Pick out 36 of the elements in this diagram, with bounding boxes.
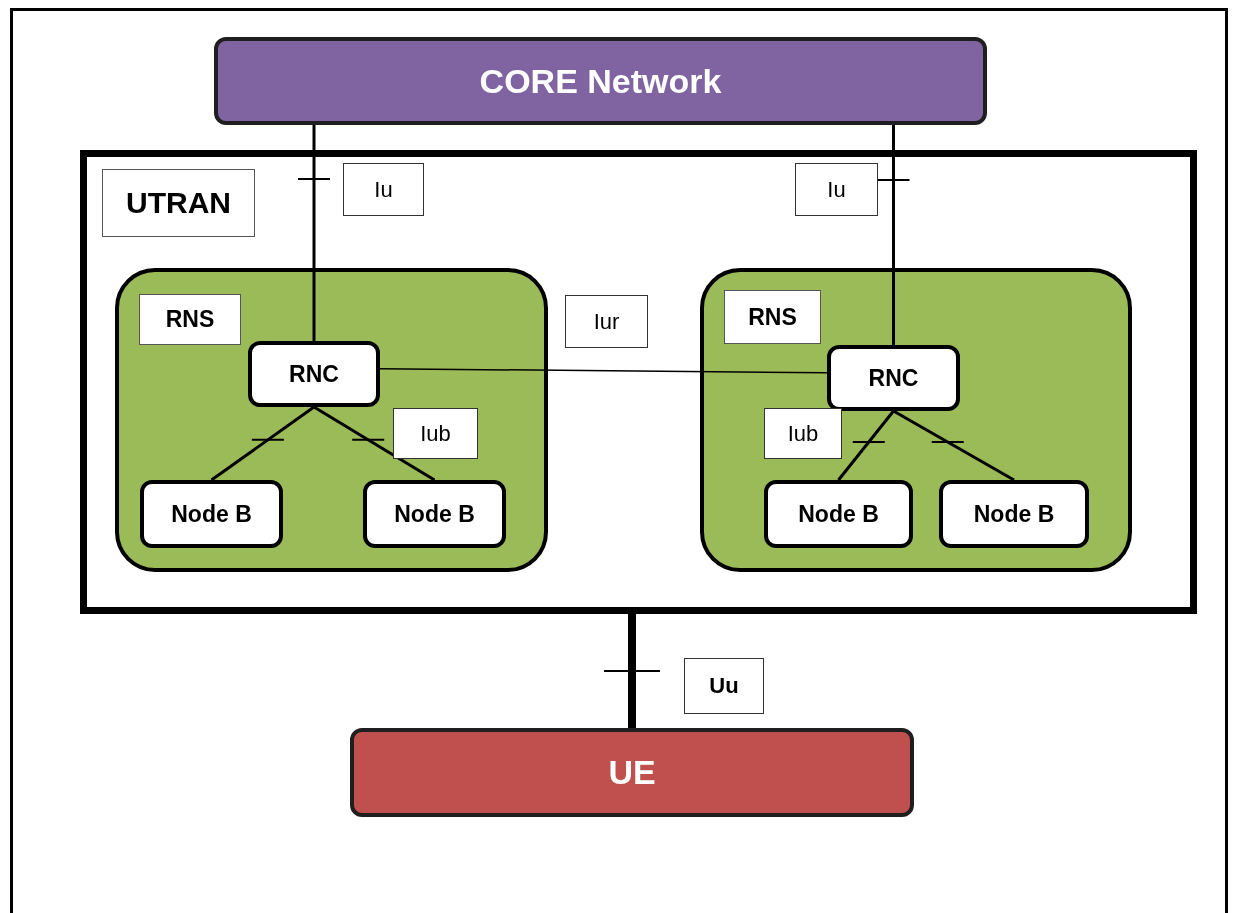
heading-label: UTRAN — [102, 169, 255, 237]
connector-line — [892, 409, 1015, 482]
node-label: RNC — [868, 364, 919, 392]
connector-line — [628, 614, 636, 728]
node-label: Node B — [973, 500, 1055, 528]
edge-label: Iub — [393, 408, 478, 459]
edge-label: Iu — [343, 163, 424, 216]
network-frame — [80, 150, 1197, 614]
node-box — [764, 480, 913, 548]
connector-line — [313, 405, 436, 482]
node-label: Node B — [394, 500, 475, 528]
node-label: Node B — [798, 500, 879, 528]
node-label: Node B — [171, 500, 252, 528]
connector-line — [379, 367, 828, 374]
edge-label: Uu — [684, 658, 764, 714]
subsystem-panel — [115, 268, 548, 572]
heading-label: RNS — [139, 294, 241, 345]
edge-label: Iu — [795, 163, 878, 216]
device-box — [350, 728, 914, 817]
heading-label: RNS — [724, 290, 821, 344]
node-box — [248, 341, 380, 407]
node-box — [827, 345, 960, 411]
node-box — [363, 480, 506, 548]
node-label: RNC — [289, 360, 339, 388]
node-box — [939, 480, 1089, 548]
connector-line — [892, 125, 895, 345]
connector-line — [210, 405, 315, 482]
node-box — [140, 480, 283, 548]
edge-label: Iub — [764, 408, 842, 459]
connector-line — [837, 410, 895, 481]
edge-label: Iur — [565, 295, 648, 348]
connector-line — [312, 125, 316, 341]
node-label: CORE Network — [479, 61, 722, 101]
network-box — [214, 37, 987, 125]
node-label: UE — [608, 753, 656, 792]
subsystem-panel — [700, 268, 1132, 572]
